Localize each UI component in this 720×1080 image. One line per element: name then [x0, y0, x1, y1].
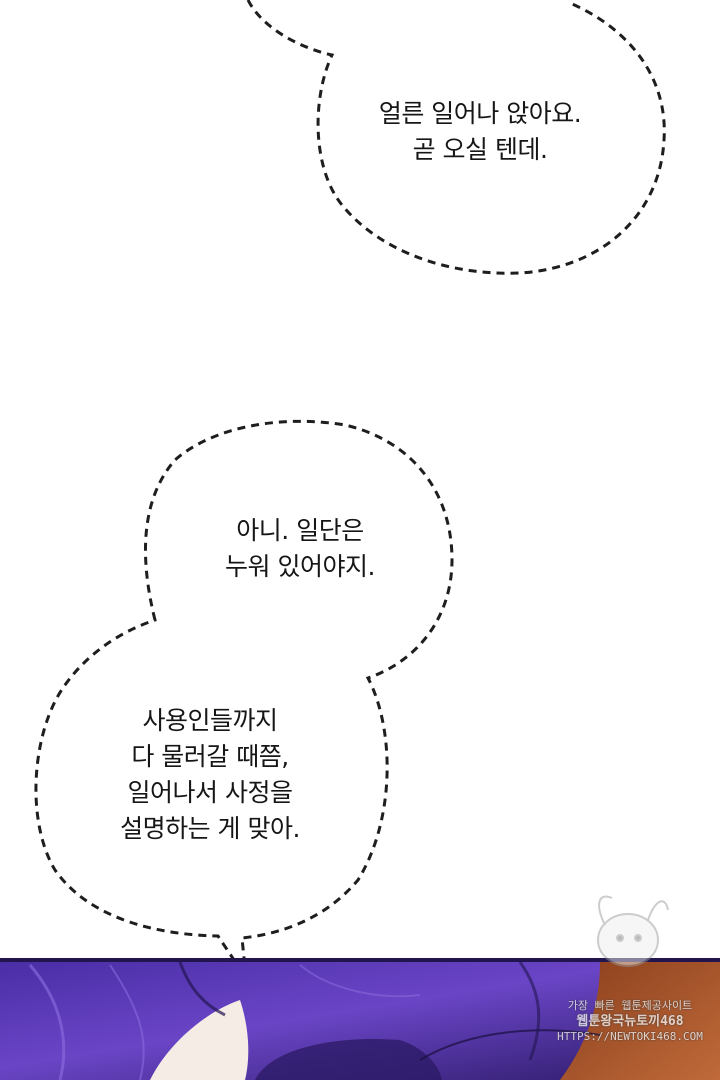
watermark-line-2: 웹툰왕국뉴토끼468 [576, 1014, 684, 1029]
speech-bubble-2-text-top: 아니. 일단은 누워 있어야지. [150, 513, 450, 585]
dialogue-line: 아니. 일단은 [236, 516, 364, 545]
speech-bubble-1-text: 얼른 일어나 앉아요. 곧 오실 텐데. [330, 96, 630, 168]
watermark: 가장 빠른 웹툰제공사이트 웹툰왕국뉴토끼468 HTTPS://NEWTOKI… [540, 998, 720, 1044]
dialogue-line: 다 물러갈 때쯤, [131, 742, 289, 771]
dialogue-line: 일어나서 사정을 [127, 778, 293, 807]
watermark-mascot-icon [597, 895, 669, 967]
speech-bubble-2-text-bottom: 사용인들까지 다 물러갈 때쯤, 일어나서 사정을 설명하는 게 맞아. [60, 703, 360, 847]
dialogue-line: 설명하는 게 맞아. [120, 814, 300, 843]
dialogue-line: 사용인들까지 [142, 706, 278, 735]
speech-bubble-2 [34, 419, 454, 979]
speech-bubble-1 [246, 0, 666, 275]
dialogue-line: 곧 오실 텐데. [412, 135, 548, 164]
watermark-line-1: 가장 빠른 웹툰제공사이트 [567, 999, 693, 1012]
dialogue-line: 얼른 일어나 앉아요. [378, 99, 582, 128]
character-illustration [0, 958, 720, 1080]
dialogue-line: 누워 있어야지. [225, 552, 375, 581]
watermark-url: HTTPS://NEWTOKI468.COM [557, 1030, 703, 1043]
